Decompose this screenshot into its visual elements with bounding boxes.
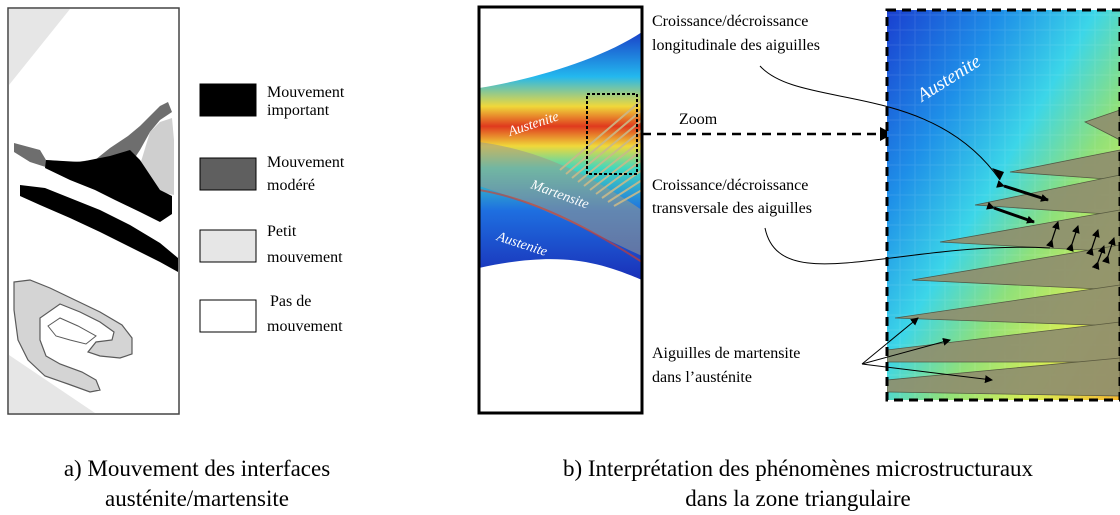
small-motion-corner-top <box>9 9 70 85</box>
legend-item-none: Pas de mouvement <box>199 293 343 335</box>
annotation-longitudinal: Croissance/décroissance longitudinale de… <box>652 13 1004 181</box>
small-motion-loop-inner <box>47 317 97 345</box>
needle-stripes <box>559 99 642 207</box>
legend-label-none-line1: Pas de <box>270 293 311 310</box>
annotation-needles-line2: dans l’austénite <box>652 369 752 386</box>
annotation-transverse-line2: transversale des aiguilles <box>652 200 812 217</box>
legend-swatch-moderate <box>199 157 257 191</box>
small-motion-corner-bottom <box>9 355 95 413</box>
strong-motion-band <box>20 185 178 272</box>
panel-a-legend: Mouvement important Mouvement modéré Pet… <box>199 83 345 335</box>
legend-label-none-line2: mouvement <box>267 318 343 335</box>
legend-item-moderate: Mouvement modéré <box>199 154 345 194</box>
martensite-band <box>479 142 642 256</box>
legend-label-moderate-line2: modéré <box>267 177 315 194</box>
small-motion-loop <box>13 279 133 393</box>
panel-b-zoom: Austenite <box>885 8 1120 402</box>
legend-label-strong-line2: important <box>267 102 330 119</box>
annotation-longitudinal-line1: Croissance/décroissance <box>652 13 808 30</box>
strong-motion-region <box>45 150 172 222</box>
legend-item-strong: Mouvement important <box>199 83 345 119</box>
caption-a-line1: a) Mouvement des interfaces <box>64 456 330 481</box>
legend-label-small-line2: mouvement <box>267 249 343 266</box>
caption-b-line2: dans la zone triangulaire <box>685 486 910 511</box>
zoom-frame <box>885 8 1120 402</box>
annotation-transverse: Croissance/décroissance transversale des… <box>652 177 1051 265</box>
caption-a-line2: austénite/martensite <box>105 486 289 511</box>
annotation-longitudinal-line2: longitudinale des aiguilles <box>652 37 820 54</box>
legend-swatch-none <box>199 299 257 333</box>
transverse-arrows <box>1045 221 1116 270</box>
caption-b-line1: b) Interprétation des phénomènes microst… <box>563 456 1034 481</box>
panel-b-frame <box>477 5 644 415</box>
zoom-window <box>586 93 638 175</box>
legend-label-moderate-line1: Mouvement <box>267 154 345 171</box>
martensite-needles <box>887 109 1120 397</box>
legend-label-strong-line1: Mouvement <box>267 84 345 101</box>
legend-swatch-small <box>199 229 257 263</box>
legend-label-small-line1: Petit <box>267 223 297 240</box>
legend-swatch-strong <box>199 83 257 117</box>
annotation-needles-line1: Aiguilles de martensite <box>652 345 800 362</box>
annotation-needles: Aiguilles de martensite dans l’austénite <box>652 317 993 386</box>
panel-a <box>7 7 180 415</box>
zoom-arrow: Zoom <box>642 111 893 141</box>
longitudinal-arrows <box>986 180 1049 224</box>
legend-item-small: Petit mouvement <box>199 223 343 266</box>
panel-b-field: Austenite Martensite Austenite <box>477 5 644 415</box>
zoom-label: Zoom <box>679 111 718 128</box>
annotation-transverse-line1: Croissance/décroissance <box>652 177 808 194</box>
